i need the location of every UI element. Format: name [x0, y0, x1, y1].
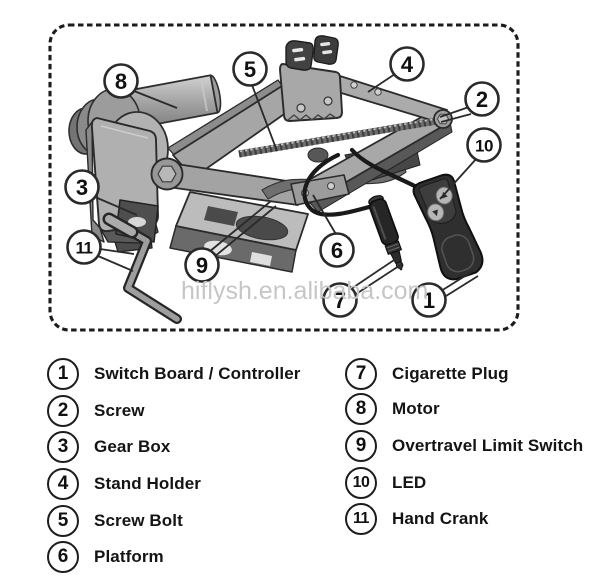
legend-item-5: 5 Screw Bolt — [47, 505, 183, 537]
callout-1: 1 — [411, 282, 447, 318]
leader-1a — [440, 270, 474, 292]
callout-2: 2 — [464, 81, 500, 117]
jack-diagram: 8 5 4 2 10 3 1 — [48, 23, 520, 332]
legend-label-2: Screw — [94, 401, 145, 420]
callout-7: 7 — [322, 282, 358, 318]
legend-label-5: Screw Bolt — [94, 511, 183, 530]
callout-4: 4 — [389, 46, 425, 82]
svg-text:2: 2 — [476, 87, 488, 112]
legend-circle-6: 6 — [47, 541, 79, 573]
svg-text:3: 3 — [76, 175, 88, 200]
callouts: 8 5 4 2 10 3 1 — [64, 46, 502, 318]
legend-circle-3: 3 — [47, 431, 79, 463]
leader-1b — [445, 275, 479, 297]
stand-holder — [279, 35, 343, 122]
leader-7a — [347, 257, 398, 292]
legend-circle-7: 7 — [345, 358, 377, 390]
legend-item-2: 2 Screw — [47, 395, 145, 427]
legend-item-10: 10 LED — [345, 467, 426, 499]
watermark-text: hiflysh.en.alibaba.com — [181, 277, 428, 305]
legend-item-9: 9 Overtravel Limit Switch — [345, 430, 583, 462]
legend-item-3: 3 Gear Box — [47, 431, 170, 463]
legend-item-6: 6 Platform — [47, 541, 164, 573]
legend-item-7: 7 Cigarette Plug — [345, 358, 509, 390]
svg-text:11: 11 — [76, 239, 93, 258]
callout-6: 6 — [319, 232, 355, 268]
legend-label-9: Overtravel Limit Switch — [392, 436, 584, 455]
callout-9: 9 — [184, 247, 220, 283]
svg-text:6: 6 — [331, 238, 343, 263]
legend-item-1: 1 Switch Board / Controller — [47, 358, 301, 390]
legend-label-1: Switch Board / Controller — [94, 364, 301, 383]
legend-label-6: Platform — [94, 547, 164, 566]
leader-4 — [367, 73, 396, 93]
leader-10 — [439, 157, 478, 200]
legend-circle-4: 4 — [47, 468, 79, 500]
legend-label-3: Gear Box — [94, 437, 171, 456]
svg-text:9: 9 — [196, 253, 208, 278]
legend-label-11: Hand Crank — [392, 509, 489, 528]
leader-2b — [440, 113, 472, 123]
leader-7b — [352, 263, 403, 297]
pivot-bolt — [150, 157, 184, 191]
legend-label-4: Stand Holder — [94, 474, 201, 493]
leader-5 — [251, 84, 278, 152]
leader-11a — [99, 248, 135, 255]
legend-circle-8: 8 — [345, 393, 377, 425]
legend-label-10: LED — [392, 473, 427, 492]
legend-item-4: 4 Stand Holder — [47, 468, 201, 500]
legend-circle-2: 2 — [47, 395, 79, 427]
svg-text:10: 10 — [475, 137, 493, 156]
svg-text:5: 5 — [244, 57, 256, 82]
legend-circle-1: 1 — [47, 358, 79, 390]
callout-3: 3 — [64, 169, 100, 205]
legend-item-11: 11 Hand Crank — [345, 503, 488, 535]
legend-label-7: Cigarette Plug — [392, 364, 509, 383]
hand-crank — [102, 212, 182, 324]
legend-circle-5: 5 — [47, 505, 79, 537]
leader-6 — [312, 194, 338, 237]
upper-right-arm — [337, 75, 448, 125]
callout-5: 5 — [232, 51, 268, 87]
callout-11: 11 — [66, 229, 102, 265]
leader-9a — [208, 200, 272, 253]
leader-2a — [439, 106, 470, 118]
svg-text:8: 8 — [115, 69, 127, 94]
callout-8: 8 — [103, 63, 139, 99]
legend-label-8: Motor — [392, 399, 440, 418]
legend-circle-9: 9 — [345, 430, 377, 462]
leader-lines — [94, 73, 479, 297]
screw-bolt — [238, 117, 438, 163]
cigarette-plug — [368, 195, 404, 271]
legend-circle-10: 10 — [345, 467, 377, 499]
leader-11b — [97, 255, 134, 272]
legend-item-8: 8 Motor — [345, 393, 440, 425]
svg-text:4: 4 — [401, 52, 414, 77]
leader-9b — [213, 205, 277, 258]
callout-10: 10 — [466, 127, 502, 163]
leader-8 — [133, 90, 178, 109]
svg-text:1: 1 — [423, 288, 435, 313]
legend-circle-11: 11 — [345, 503, 377, 535]
svg-text:7: 7 — [334, 288, 346, 313]
leader-3 — [94, 196, 138, 216]
